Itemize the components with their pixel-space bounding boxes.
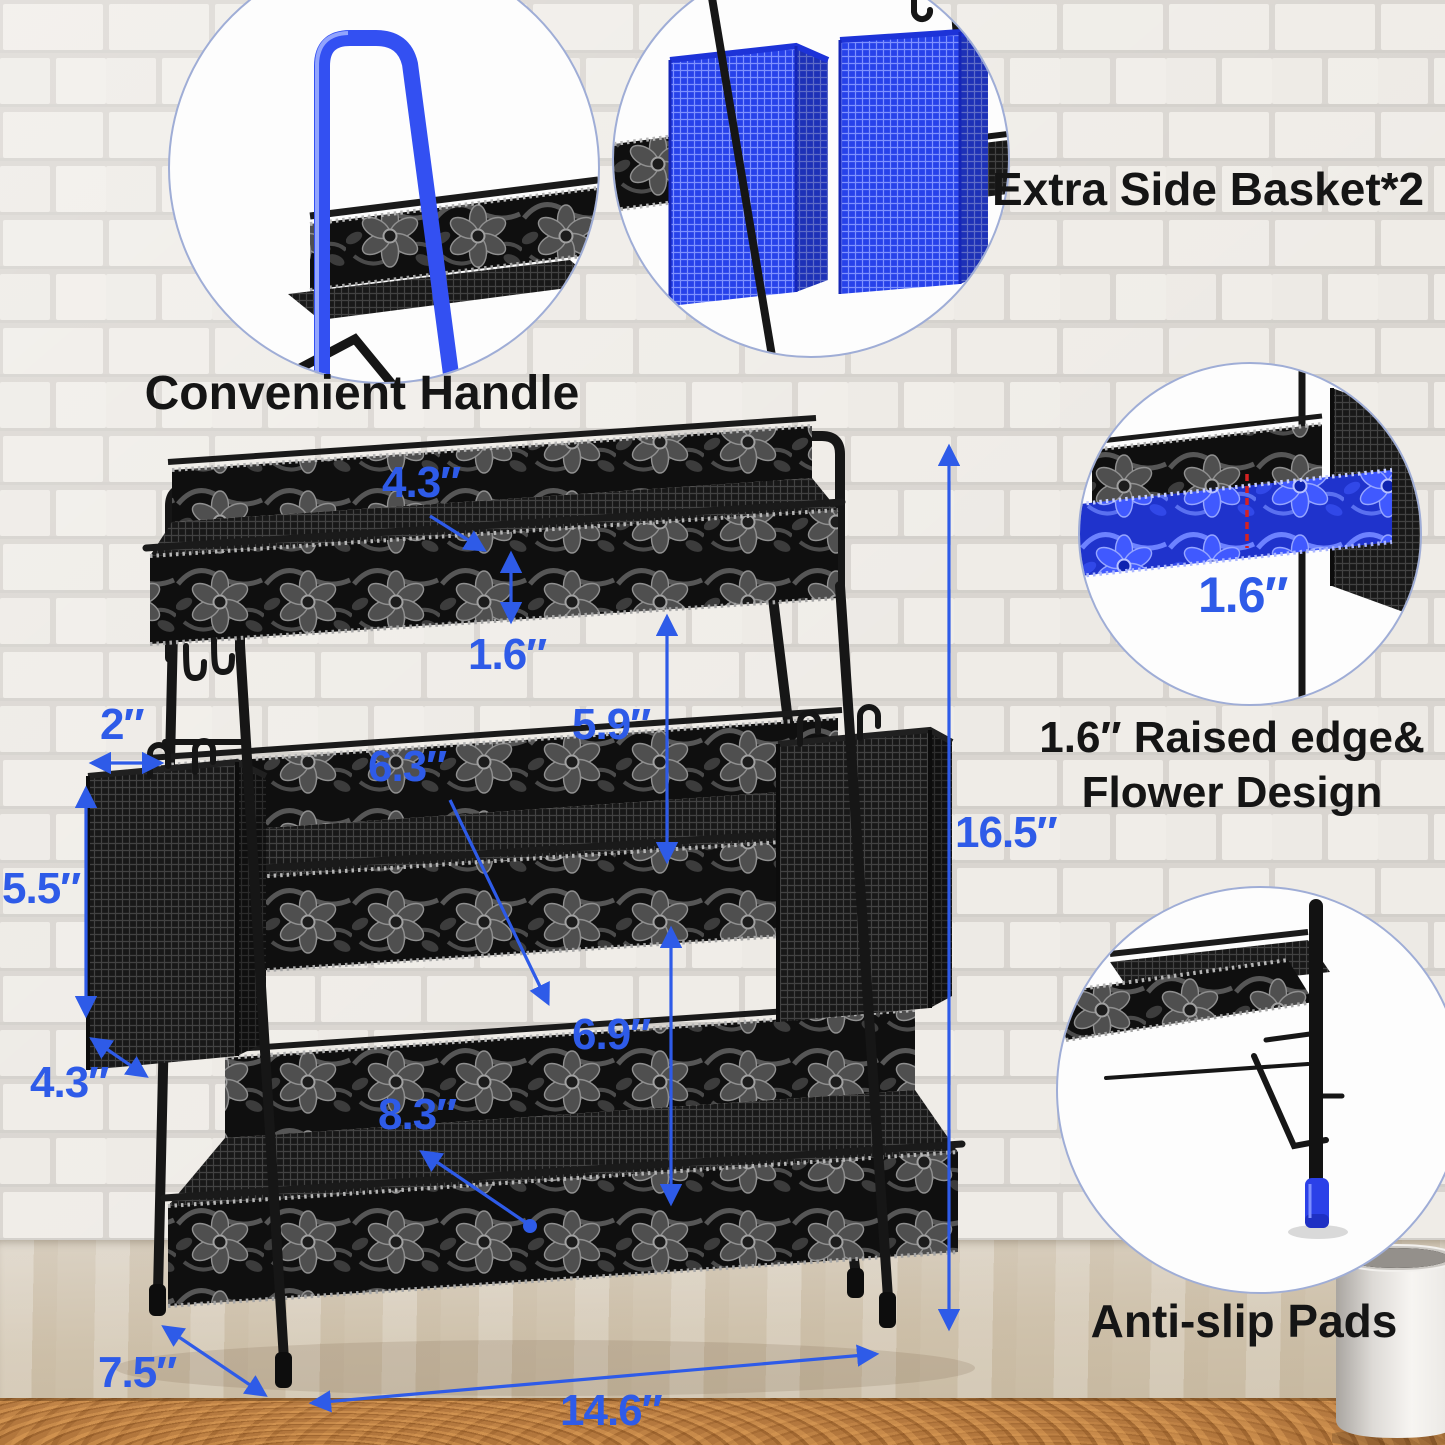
dim-top-shelf-depth: 4.3″ xyxy=(382,458,461,507)
rack-feet xyxy=(149,1268,896,1388)
callout-raised-edge-line2: Flower Design xyxy=(1081,768,1383,817)
highlighted-basket-left xyxy=(668,42,830,306)
callout-raised-edge: 1.6″ Raised edge& Flower Design xyxy=(1032,710,1432,820)
dim-side-basket-height: 5.5″ xyxy=(2,864,81,913)
highlighted-anti-slip-pad xyxy=(1305,1178,1329,1228)
inset-convenient-handle xyxy=(168,0,600,384)
dim-overall-depth: 7.5″ xyxy=(98,1348,177,1397)
dim-hook-bar: 2″ xyxy=(100,700,145,749)
inset-edge-dim-label: 1.6″ xyxy=(1198,567,1289,623)
dim-raised-edge: 1.6″ xyxy=(468,630,547,679)
rack-frame-front xyxy=(235,581,893,1365)
inset-extra-side-baskets xyxy=(612,0,1010,358)
right-front-leg xyxy=(835,581,893,1303)
dim-middle-shelf-depth: 6.3″ xyxy=(368,742,447,791)
highlighted-basket-right xyxy=(838,28,990,294)
rack-shadow xyxy=(115,1340,975,1396)
highlighted-raised-edge xyxy=(1080,468,1393,578)
inset-raised-edge: 1.6″ xyxy=(1078,362,1422,706)
callout-extra-side-basket: Extra Side Basket*2 xyxy=(992,163,1425,215)
highlighted-handle xyxy=(314,30,460,382)
callout-anti-slip-pads: Anti-slip Pads xyxy=(1090,1295,1398,1347)
dim-overall-width: 14.6″ xyxy=(560,1386,663,1435)
dim-side-basket-depth: 4.3″ xyxy=(30,1058,109,1107)
left-front-leg xyxy=(235,640,289,1365)
dim-bottom-shelf-depth: 8.3″ xyxy=(378,1090,457,1139)
dim-overall-height: 16.5″ xyxy=(955,808,1058,857)
side-basket-left xyxy=(86,738,268,1070)
tier-top xyxy=(142,415,846,646)
dim-middle-to-bottom-gap: 6.9″ xyxy=(572,1010,651,1059)
tier-bottom xyxy=(160,999,966,1308)
inset-anti-slip-pads xyxy=(1056,886,1445,1294)
dim-top-to-middle-gap: 5.9″ xyxy=(572,700,651,749)
callout-raised-edge-line1: 1.6″ Raised edge& xyxy=(1039,713,1425,762)
callout-convenient-handle: Convenient Handle xyxy=(144,367,580,420)
